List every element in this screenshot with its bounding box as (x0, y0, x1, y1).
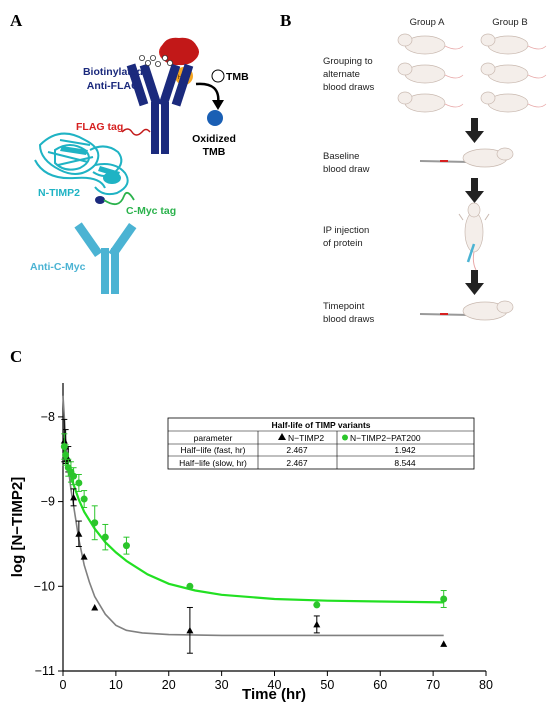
step-4-line-1: Timepoint (323, 301, 365, 312)
plot-area: 0 10 20 30 40 50 60 70 80 −8 −9 −10 −11 (34, 383, 493, 692)
circle-point (122, 542, 130, 550)
table-cell: Half−life (slow, hr) (179, 458, 247, 468)
table-header-parameter: parameter (194, 433, 233, 443)
fit-curve-1 (61, 442, 444, 604)
flow-arrow-icon (465, 118, 484, 295)
table-title: Half-life of TIMP variants (271, 420, 370, 430)
reaction-arrowhead-icon (212, 100, 224, 110)
table-header-pat200: N−TIMP2−PAT200 (350, 433, 421, 443)
table-cell: Half−life (fast, hr) (181, 445, 246, 455)
circle-point (440, 595, 448, 603)
baseline-mouse-icon (419, 147, 514, 168)
injection-mouse-icon (458, 202, 490, 271)
table-cell: 2.467 (286, 445, 308, 455)
flag-tag-icon (121, 128, 151, 136)
step-2-line-2: blood draw (323, 164, 370, 175)
table-cell: 1.942 (394, 445, 416, 455)
x-tick-label: 0 (60, 678, 67, 692)
x-axis-title: Time (hr) (242, 686, 306, 703)
hrp-enzyme-icon: HRP (159, 37, 199, 85)
x-tick-label: 30 (215, 678, 229, 692)
x-tick-label: 50 (320, 678, 334, 692)
cmyc-tag-icon (95, 196, 105, 204)
y-ticks: −8 −9 −10 −11 (34, 410, 63, 678)
mouse-grid (397, 33, 547, 113)
data-points (60, 418, 448, 654)
table-cell: 2.467 (286, 458, 308, 468)
triangle-point (440, 640, 448, 647)
biotinylated-label-1: Biotinylated (83, 66, 143, 78)
step-4-line-2: blood draws (323, 314, 374, 325)
tmb-molecule-icon (211, 69, 225, 83)
circle-point (186, 582, 194, 590)
x-tick-label: 40 (268, 678, 282, 692)
step-3-line-2: of protein (323, 238, 363, 249)
y-tick-label: −10 (34, 579, 55, 593)
triangle-point (80, 553, 88, 560)
circle-marker-icon (342, 434, 348, 441)
anti-cmyc-antibody-icon (74, 222, 137, 294)
oxidized-tmb-icon (207, 110, 223, 126)
oxidized-label-2: TMB (203, 146, 226, 158)
triangle-point (91, 603, 99, 611)
step-1-line-2: alternate (323, 69, 360, 80)
anti-flag-antibody-icon (126, 63, 194, 154)
y-tick-label: −11 (35, 664, 55, 678)
panel-a-letter: A (10, 11, 23, 30)
y-tick-label: −8 (41, 410, 55, 424)
group-a-label: Group A (410, 17, 446, 28)
step-2-line-1: Baseline (323, 151, 359, 162)
step-1-line-3: blood draws (323, 82, 374, 93)
biotinylated-label-2: Anti-FLAG (87, 80, 140, 92)
group-b-label: Group B (492, 17, 527, 28)
y-axis-title: log [N−TIMP2] (9, 477, 26, 577)
cmyc-tag-label: C-Myc tag (126, 205, 176, 217)
panel-c-letter: C (10, 347, 22, 366)
x-ticks: 0 10 20 30 40 50 60 70 80 (60, 671, 493, 692)
tmb-label: TMB (226, 71, 249, 83)
timepoint-mouse-icon (419, 300, 514, 321)
step-1-line-1: Grouping to (323, 56, 373, 67)
step-3-line-1: IP injection (323, 225, 369, 236)
circle-point (91, 519, 99, 527)
half-life-table: Half-life of TIMP variants parameter N−T… (167, 417, 475, 470)
anti-cmyc-label: Anti-C-Myc (30, 261, 86, 273)
triangle-point (70, 493, 78, 501)
biotin-icon (138, 55, 173, 68)
flag-tag-label: FLAG tag (76, 121, 123, 133)
ntimp2-sheet-icon (60, 146, 121, 184)
circle-point (101, 533, 109, 541)
table-cell: 8.544 (394, 458, 416, 468)
circle-point (70, 472, 78, 480)
x-tick-label: 80 (479, 678, 493, 692)
circle-point (62, 451, 70, 459)
cmyc-linker-icon (103, 191, 135, 206)
x-tick-label: 10 (109, 678, 123, 692)
circle-point (313, 601, 321, 609)
ntimp2-label: N-TIMP2 (38, 187, 80, 199)
ntimp2-protein-icon (34, 132, 129, 196)
x-tick-label: 70 (426, 678, 440, 692)
triangle-point (313, 620, 321, 628)
panel-b-letter: B (280, 11, 291, 30)
oxidized-label-1: Oxidized (192, 133, 236, 145)
y-tick-label: −9 (41, 495, 55, 509)
circle-point (75, 479, 83, 487)
triangle-point (186, 626, 194, 634)
circle-point (80, 495, 88, 503)
triangle-point (75, 530, 83, 537)
triangle-marker-icon (278, 433, 286, 440)
x-tick-label: 20 (162, 678, 176, 692)
table-header-ntimp2: N−TIMP2 (288, 433, 324, 443)
x-tick-label: 60 (373, 678, 387, 692)
circle-point (60, 443, 68, 451)
